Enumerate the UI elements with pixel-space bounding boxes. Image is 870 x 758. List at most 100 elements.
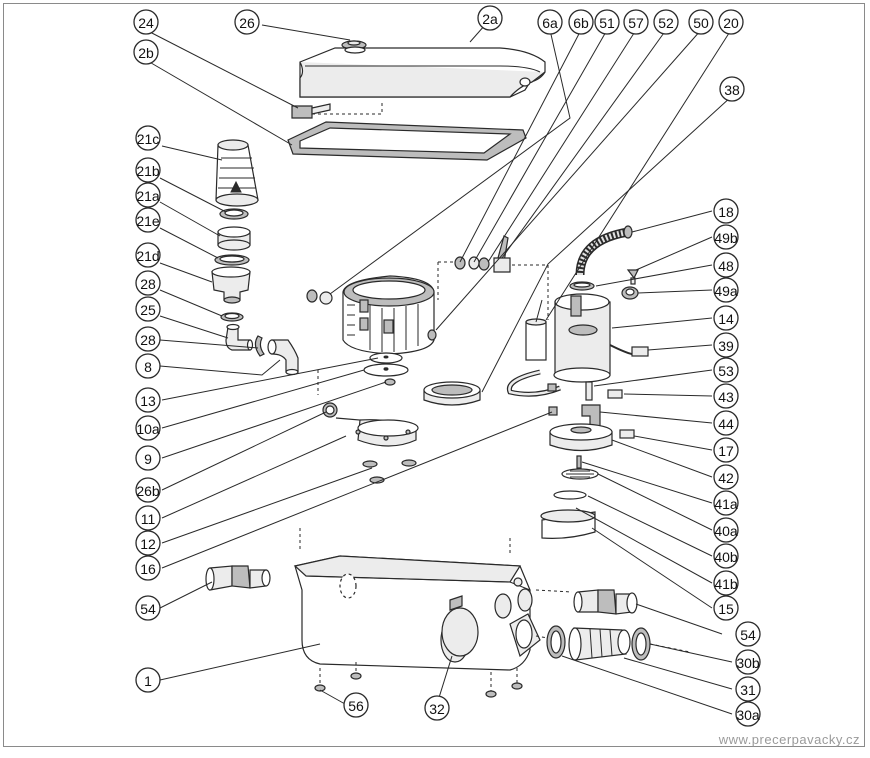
part-elbow-ring xyxy=(220,312,244,322)
callout-21a: 21a xyxy=(135,182,161,208)
svg-text:32: 32 xyxy=(429,701,445,717)
callout-15: 15 xyxy=(713,595,739,621)
svg-text:28: 28 xyxy=(140,332,156,348)
svg-text:2a: 2a xyxy=(482,11,498,27)
callout-40a: 40a xyxy=(713,517,739,543)
part-micro-switch xyxy=(607,389,623,399)
svg-text:2b: 2b xyxy=(138,45,154,61)
part-lid xyxy=(299,46,546,98)
part-lid-gasket xyxy=(287,121,527,161)
callout-13: 13 xyxy=(135,387,161,413)
callout-41b: 41b xyxy=(713,570,739,596)
callout-26b: 26b xyxy=(135,477,161,503)
svg-text:51: 51 xyxy=(599,15,615,31)
part-vent-screw xyxy=(626,269,639,285)
callout-41a: 41a xyxy=(713,490,739,516)
callout-18: 18 xyxy=(713,198,739,224)
part-large-elbow xyxy=(267,339,299,376)
part-pump-motor xyxy=(553,293,611,383)
callout-20: 20 xyxy=(718,9,744,35)
svg-text:41a: 41a xyxy=(714,496,738,512)
callout-10a: 10a xyxy=(135,415,161,441)
callout-28-bottom: 28 xyxy=(135,326,161,352)
callout-9: 9 xyxy=(135,445,161,471)
svg-text:18: 18 xyxy=(718,204,734,220)
svg-text:56: 56 xyxy=(348,698,364,714)
part-switch-contact xyxy=(619,429,635,439)
callout-42: 42 xyxy=(713,464,739,490)
svg-text:38: 38 xyxy=(724,82,740,98)
callout-52: 52 xyxy=(653,9,679,35)
callout-8: 8 xyxy=(135,353,161,379)
callout-39: 39 xyxy=(713,332,739,358)
svg-text:12: 12 xyxy=(140,536,156,552)
part-impeller-disc xyxy=(369,352,403,364)
svg-text:30a: 30a xyxy=(736,707,760,723)
svg-text:20: 20 xyxy=(723,15,739,31)
part-float-bush xyxy=(621,286,639,300)
svg-text:54: 54 xyxy=(140,601,156,617)
callout-31: 31 xyxy=(735,676,761,702)
part-rubber-feet xyxy=(362,459,417,484)
part-clamp-30b xyxy=(631,627,651,661)
part-outlet-nozzle xyxy=(322,402,338,418)
callout-21d: 21d xyxy=(135,242,161,268)
callout-6a: 6a xyxy=(537,9,563,35)
callout-43: 43 xyxy=(713,383,739,409)
callout-30b: 30b xyxy=(735,649,761,675)
svg-text:44: 44 xyxy=(718,416,734,432)
svg-text:31: 31 xyxy=(740,682,756,698)
part-impeller xyxy=(363,363,409,377)
watermark-text: www.precerpavacky.cz xyxy=(718,732,860,747)
callout-53: 53 xyxy=(713,357,739,383)
part-inlet-clamp xyxy=(214,254,250,266)
part-bush xyxy=(454,256,466,270)
svg-text:14: 14 xyxy=(718,311,734,327)
part-right-inlet-connector xyxy=(573,589,638,615)
callout-48: 48 xyxy=(713,252,739,278)
callout-16: 16 xyxy=(135,555,161,581)
part-diaphragm-plate xyxy=(561,468,599,480)
part-diaphragm-membrane xyxy=(553,490,587,500)
part-clamp-30a xyxy=(546,625,566,659)
part-motor-housing xyxy=(342,275,437,355)
callout-49a: 49a xyxy=(713,277,739,303)
svg-text:49b: 49b xyxy=(714,230,738,246)
svg-text:24: 24 xyxy=(138,15,154,31)
svg-text:21c: 21c xyxy=(137,131,160,147)
callout-14: 14 xyxy=(713,305,739,331)
callout-21e: 21e xyxy=(135,207,161,233)
part-lid-clip xyxy=(291,103,331,119)
part-seal-ring xyxy=(423,381,481,406)
callout-24: 24 xyxy=(133,9,159,35)
callout-54-left: 54 xyxy=(135,595,161,621)
svg-text:6b: 6b xyxy=(573,15,589,31)
callout-2b: 2b xyxy=(133,39,159,65)
svg-text:6a: 6a xyxy=(542,15,558,31)
svg-text:42: 42 xyxy=(718,470,734,486)
part-power-cable xyxy=(609,344,649,357)
svg-text:49a: 49a xyxy=(714,283,738,299)
svg-text:40a: 40a xyxy=(714,523,738,539)
part-strap xyxy=(506,369,561,397)
svg-text:21e: 21e xyxy=(136,213,160,229)
part-elbow-clip xyxy=(254,335,265,357)
svg-text:11: 11 xyxy=(141,511,156,527)
svg-text:28: 28 xyxy=(140,276,156,292)
svg-text:48: 48 xyxy=(718,258,734,274)
callout-44: 44 xyxy=(713,410,739,436)
callout-12: 12 xyxy=(135,530,161,556)
svg-text:26b: 26b xyxy=(136,483,160,499)
part-pin xyxy=(493,235,511,273)
callout-54-right: 54 xyxy=(735,621,761,647)
svg-text:21d: 21d xyxy=(136,248,159,264)
part-shaft-nut xyxy=(384,378,396,386)
part-inspection-cap xyxy=(441,607,479,657)
part-membrane-seal xyxy=(540,509,596,539)
svg-text:54: 54 xyxy=(740,627,756,643)
part-inlet-nut xyxy=(217,226,251,251)
svg-text:52: 52 xyxy=(658,15,674,31)
svg-text:1: 1 xyxy=(144,673,152,689)
part-diaphragm-pin xyxy=(576,455,582,469)
